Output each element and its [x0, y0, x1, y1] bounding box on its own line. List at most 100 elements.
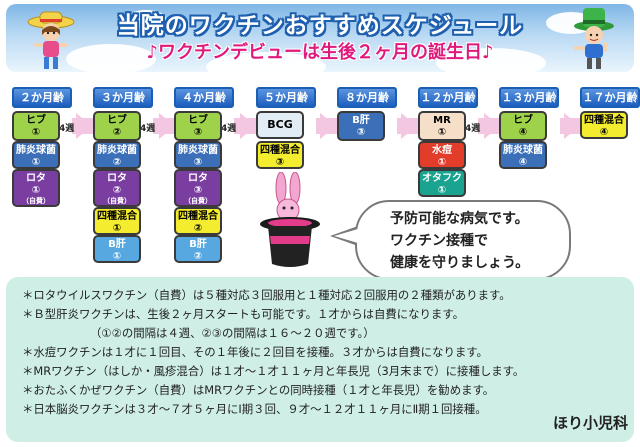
vaccine-name: 四種混合	[584, 115, 624, 126]
vaccine-name: 肺炎球菌	[503, 145, 543, 156]
vaccine-name: ヒブ	[26, 115, 46, 126]
age-label-2m: ２か月齢	[12, 87, 72, 108]
vaccine-name: 肺炎球菌	[97, 145, 137, 156]
vaccine-name: ロタ	[188, 173, 208, 184]
age-label-17m: １７か月齢	[580, 87, 640, 108]
interval-label: 4週	[59, 124, 75, 134]
vaccine-name: 四種混合	[260, 145, 300, 156]
vaccine-name: MR	[433, 115, 451, 126]
age-label-3m: ３か月齢	[93, 87, 153, 108]
girl-character-icon	[27, 11, 75, 69]
dose-number: ③	[275, 157, 285, 168]
vaccine-name: ロタ	[107, 173, 127, 184]
cloud-decoration	[436, 48, 546, 72]
note-varicella: ＊水痘ワクチンは１才に１回目、その１年後に２回目を接種。３才からは自費になります…	[22, 345, 488, 359]
note-mr: ＊MRワクチン（はしか・風疹混合）は１才～１才１１ヶ月と年長児（3月末まで）に接…	[22, 364, 525, 378]
dose-number: ①	[31, 157, 41, 168]
timeline-arrow	[159, 113, 175, 139]
bubble-text-line-3: 健康を守りましょう。	[390, 255, 530, 271]
timeline-arrow	[320, 113, 336, 139]
note-hepatitis-b: ＊Ｂ型肝炎ワクチンは、生後２ヶ月スタートも可能です。１才からは自費になります。	[22, 307, 464, 321]
dose-number: ④	[599, 127, 609, 138]
dose-number: ③	[193, 157, 203, 168]
dose-number: ③	[356, 127, 366, 138]
self-pay-label: （自費）	[103, 197, 131, 205]
dose-number: ①	[112, 251, 122, 262]
note-mumps: ＊おたふくかぜワクチン（自費）はMRワクチンとの同時接種（１才と年長児）を勧めま…	[22, 383, 495, 397]
timeline-arrow	[76, 113, 92, 139]
boy-character-icon	[574, 8, 614, 69]
vaccine-name: ヒブ	[188, 115, 208, 126]
speech-bubble-tail-inner	[334, 229, 358, 243]
vaccine-name: 四種混合	[178, 211, 218, 222]
cloud-decoration	[66, 44, 156, 72]
note-rotavirus: ＊ロタウイルスワクチン（自費）は５種対応３回服用と１種対応２回服用の２種類があり…	[22, 288, 511, 302]
vaccine-name: B肝	[189, 239, 207, 250]
timeline-arrow	[564, 113, 580, 139]
dose-number: ②	[112, 157, 122, 168]
age-label-12m: １２か月齢	[418, 87, 478, 108]
clinic-name: ほり小児科	[552, 414, 628, 432]
age-label-5m: ５か月齢	[256, 87, 316, 108]
age-label-13m: １３か月齢	[499, 87, 559, 108]
interval-label: 4週	[140, 124, 156, 134]
notes-panel	[6, 277, 634, 442]
vaccine-name: B肝	[352, 115, 370, 126]
dose-number: ④	[518, 127, 528, 138]
interval-label: 4週	[221, 124, 237, 134]
dose-number: ③	[193, 127, 203, 138]
dose-number: ②	[193, 223, 203, 234]
self-pay-label: （自費）	[22, 197, 50, 205]
bubble-text-line-2: ワクチン接種で	[390, 233, 488, 249]
timeline-arrow	[401, 113, 417, 139]
vaccine-name: 肺炎球菌	[16, 145, 56, 156]
timeline-arrow	[240, 113, 256, 139]
dose-number: ②	[193, 251, 203, 262]
dose-number: ②	[112, 127, 122, 138]
dose-number: ①	[31, 127, 41, 138]
vaccine-name: BCG	[267, 118, 293, 131]
age-label-4m: ４か月齢	[174, 87, 234, 108]
vaccine-name: B肝	[108, 239, 126, 250]
vaccine-name: ヒブ	[107, 115, 127, 126]
dose-number: ①	[31, 185, 41, 196]
cloud-decoration	[126, 10, 166, 28]
magic-hat-bunny-icon	[260, 172, 320, 267]
vaccine-name: オタフク	[422, 173, 462, 184]
vaccine-name: 肺炎球菌	[178, 145, 218, 156]
cloud-decoration	[206, 52, 326, 72]
age-label-8m: ８か月齢	[337, 87, 397, 108]
dose-number: ①	[437, 157, 447, 168]
dose-number: ③	[193, 185, 203, 196]
header-banner	[6, 4, 634, 72]
interval-label: 4週	[465, 124, 481, 134]
self-pay-label: （自費）	[184, 197, 212, 205]
dose-number: ①	[437, 185, 447, 196]
vaccine-bcg: BCG	[256, 111, 304, 139]
dose-number: ①	[112, 223, 122, 234]
dose-number: ④	[518, 157, 528, 168]
note-japanese-encephalitis: ＊日本脳炎ワクチンは３才～７才５ヶ月にⅠ期３回、９才～１２才１１ヶ月にⅡ期１回接…	[22, 402, 487, 416]
vaccine-name: ロタ	[26, 173, 46, 184]
page-subtitle: ♪ワクチンデビューは生後２ヶ月の誕生日♪	[146, 42, 494, 63]
